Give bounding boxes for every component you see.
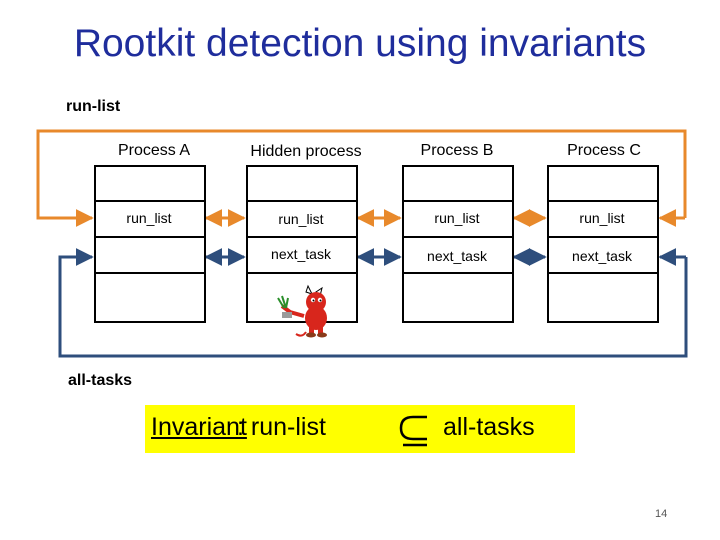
hidden-process-name: Hidden process xyxy=(250,143,362,160)
run-list-label: run-list xyxy=(66,98,121,115)
slide-title: Rootkit detection using invariants xyxy=(73,22,647,65)
process-b-next-task: next_task xyxy=(427,248,487,264)
process-a-next-task-cell xyxy=(94,236,206,274)
invariant-keyword: Invariant xyxy=(151,413,247,441)
all-tasks-label: all-tasks xyxy=(68,372,133,389)
page-number: 14 xyxy=(655,508,668,520)
all-tasks-loop-line xyxy=(58,248,688,358)
process-c-name: Process C xyxy=(567,142,641,159)
process-b-name: Process B xyxy=(420,142,494,159)
process-c-run-list-cell xyxy=(547,200,659,238)
hidden-process-next-task-cell xyxy=(246,236,358,274)
run-list-loop-line xyxy=(36,129,687,227)
process-c-next-task: next_task xyxy=(572,248,632,264)
process-a-run-list: run_list xyxy=(126,210,172,226)
process-a-name: Process A xyxy=(117,142,191,159)
invariant-lhs: : run-list xyxy=(237,413,326,441)
freebsd-daemon-icon xyxy=(277,284,327,338)
subset-symbol-icon xyxy=(399,415,427,447)
process-b-next-task-cell xyxy=(402,236,514,274)
hidden-process-next-task: next_task xyxy=(271,246,331,262)
invariant-rhs: all-tasks xyxy=(443,413,535,441)
process-c-run-list: run_list xyxy=(579,210,625,226)
invariant-statement: Invariant : run-list all-tasks xyxy=(145,405,575,453)
hidden-process-run-list: run_list xyxy=(278,211,324,227)
process-c-next-task-cell xyxy=(547,236,659,274)
process-b-run-list: run_list xyxy=(434,210,480,226)
